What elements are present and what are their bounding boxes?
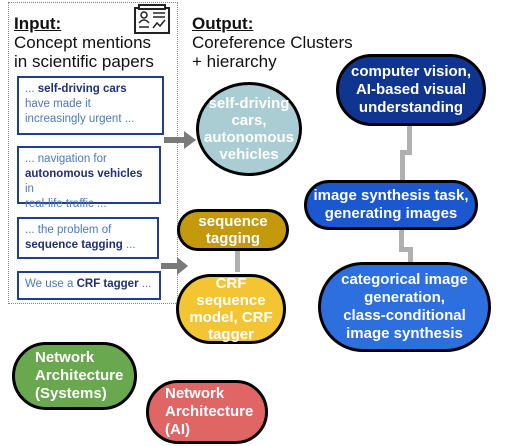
snippet-line: increasingly urgent ... (25, 113, 135, 125)
hierarchy-connector (399, 247, 413, 252)
hierarchy-connector (399, 230, 404, 252)
right-arrow-icon (161, 255, 189, 282)
input-subtitle-1: Concept mentions (14, 33, 152, 52)
output-heading: Output: Coreference Clusters + hierarchy (192, 14, 353, 71)
snippet-line: ... navigation for (25, 153, 107, 165)
snippet-line: real-life traffic ... (25, 198, 107, 210)
snippet-box-4: We use a CRF tagger ... (17, 271, 161, 300)
hierarchy-connector (407, 124, 412, 154)
hierarchy-connector (400, 150, 405, 182)
right-arrow-icon (164, 128, 198, 157)
snippet-line: ... self-driving cars (25, 83, 127, 95)
hierarchy-connector (235, 248, 240, 272)
cluster-image-synthesis: image synthesis task,generating images (304, 180, 478, 230)
output-subtitle-2: + hierarchy (192, 52, 277, 71)
snippet-line: have made it (25, 98, 91, 110)
hierarchy-connector (408, 247, 413, 263)
snippet-box-3: ... the problem of sequence tagging ... (17, 217, 159, 259)
output-title: Output: (192, 14, 254, 33)
document-icon (134, 4, 170, 39)
input-panel (8, 2, 178, 304)
snippet-box-2: ... navigation for autonomous vehicles i… (17, 146, 161, 210)
snippet-line: autonomous vehicles in (25, 168, 143, 195)
snippet-line: sequence tagging ... (25, 239, 136, 251)
snippet-line: ... the problem of (25, 224, 112, 236)
input-heading: Input: Concept mentions in scientific pa… (14, 14, 154, 71)
hierarchy-connector (401, 150, 412, 155)
input-title: Input: (14, 14, 62, 33)
snippet-line: We use a CRF tagger ... (25, 278, 152, 290)
snippet-box-1: ... self-driving cars have made it incre… (17, 76, 164, 135)
output-subtitle-1: Coreference Clusters (192, 33, 353, 52)
input-subtitle-2: in scientific papers (14, 52, 154, 71)
